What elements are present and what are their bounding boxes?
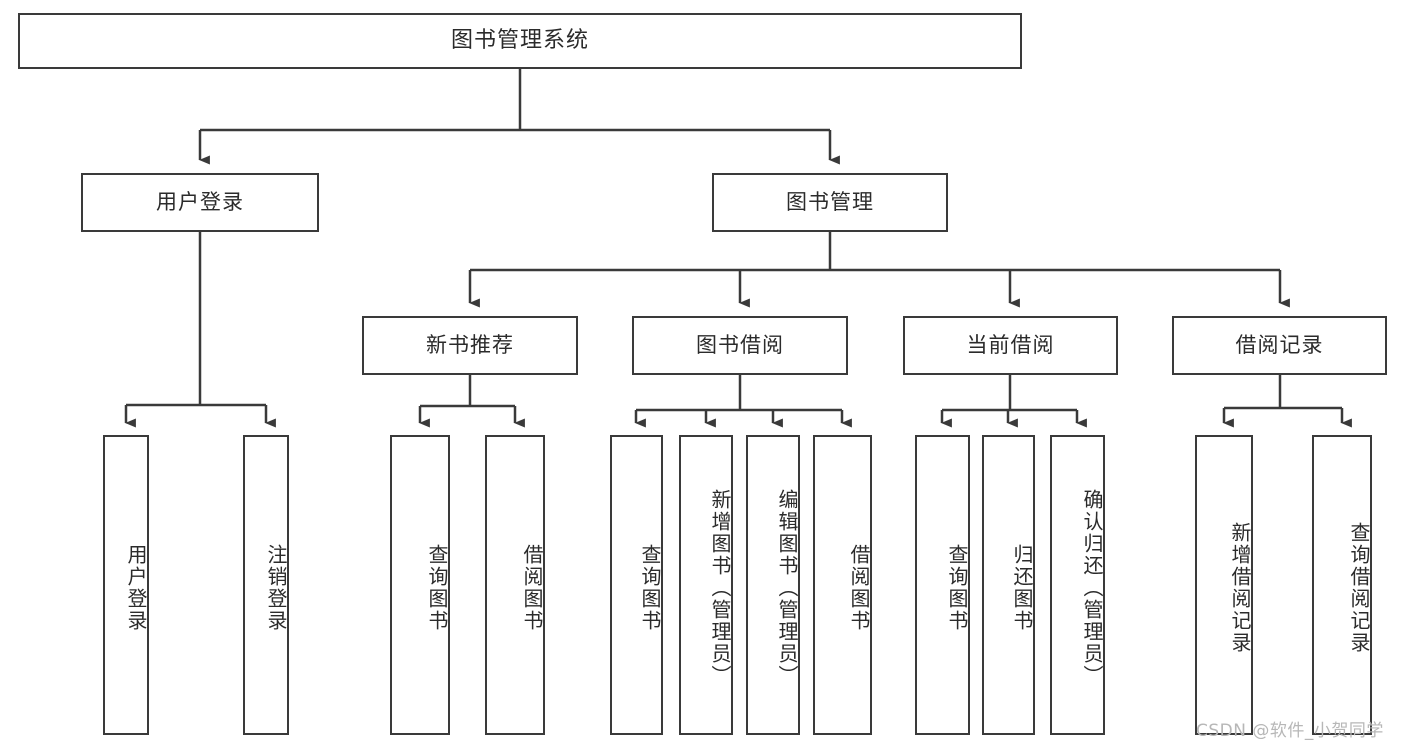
node-book-management-label: 图书管理 [786,190,874,215]
leaf-borrow-book-recommend[interactable]: 借阅图书 [485,435,545,735]
leaf-query-borrow-record[interactable]: 查询借阅记录 [1312,435,1372,735]
node-current-borrow-label: 当前借阅 [966,333,1055,358]
leaf-edit-book-admin[interactable]: 编辑图书（管理员） [746,435,800,735]
leaf-user-login-label: 用户登录 [124,544,148,632]
leaf-query-book-recommend-label: 查询图书 [425,544,449,632]
leaf-add-book-admin[interactable]: 新增图书（管理员） [679,435,733,735]
node-book-borrow[interactable]: 图书借阅 [632,316,848,375]
leaf-confirm-return-admin[interactable]: 确认归还（管理员） [1050,435,1105,735]
leaf-query-book-borrow-label: 查询图书 [638,544,662,632]
leaf-add-borrow-record[interactable]: 新增借阅记录 [1195,435,1253,735]
leaf-user-logout[interactable]: 注销登录 [243,435,289,735]
leaf-query-book-current-label: 查询图书 [945,544,969,632]
leaf-borrow-book-recommend-label: 借阅图书 [520,544,544,632]
node-new-book-recommend-label: 新书推荐 [426,333,514,358]
leaf-return-book[interactable]: 归还图书 [982,435,1035,735]
watermark-text: CSDN @软件_小贺同学 [1196,721,1384,741]
leaf-query-book-current[interactable]: 查询图书 [915,435,970,735]
node-new-book-recommend[interactable]: 新书推荐 [362,316,578,375]
node-borrow-record[interactable]: 借阅记录 [1172,316,1387,375]
leaf-query-book-recommend[interactable]: 查询图书 [390,435,450,735]
node-book-borrow-label: 图书借阅 [696,333,784,358]
node-current-borrow[interactable]: 当前借阅 [903,316,1118,375]
leaf-add-borrow-record-label: 新增借阅记录 [1228,522,1252,654]
node-root[interactable]: 图书管理系统 [18,13,1022,69]
leaf-borrow-book[interactable]: 借阅图书 [813,435,872,735]
leaf-query-borrow-record-label: 查询借阅记录 [1347,522,1371,654]
leaf-edit-book-admin-label: 编辑图书（管理员） [775,489,799,687]
node-root-label: 图书管理系统 [450,28,589,54]
leaf-query-book-borrow[interactable]: 查询图书 [610,435,663,735]
node-book-management[interactable]: 图书管理 [712,173,948,232]
node-user-login-label: 用户登录 [156,190,244,215]
leaf-borrow-book-label: 借阅图书 [847,544,871,632]
node-borrow-record-label: 借阅记录 [1235,333,1324,358]
leaf-confirm-return-admin-label: 确认归还（管理员） [1080,489,1104,687]
node-user-login[interactable]: 用户登录 [81,173,319,232]
leaf-return-book-label: 归还图书 [1010,544,1034,632]
leaf-user-logout-label: 注销登录 [264,544,288,632]
leaf-user-login[interactable]: 用户登录 [103,435,149,735]
leaf-add-book-admin-label: 新增图书（管理员） [708,489,732,687]
